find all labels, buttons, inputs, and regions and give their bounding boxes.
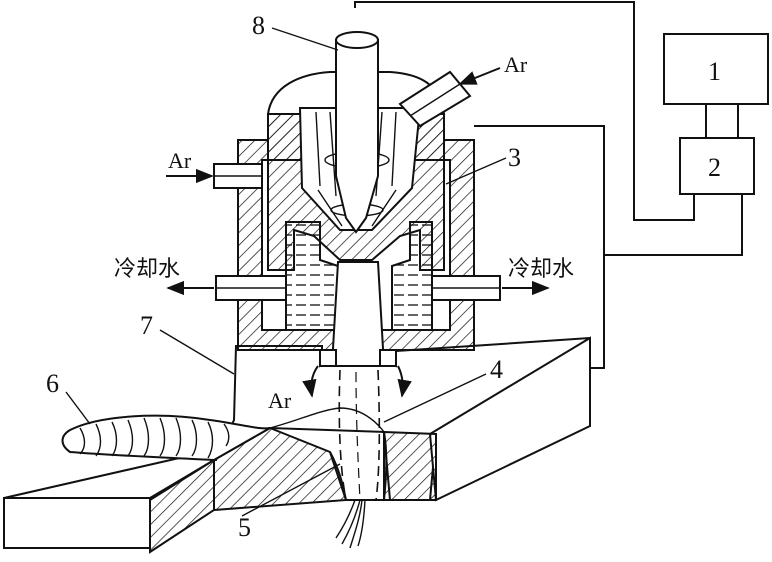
label-8: 8 — [252, 11, 265, 40]
ar-out-right-arrow — [397, 365, 412, 398]
label-cooling-left: 冷却水 — [114, 257, 180, 282]
label-2: 2 — [708, 153, 721, 182]
label-4: 4 — [490, 355, 503, 384]
ar-top-arrow — [458, 67, 501, 85]
label-1: 1 — [708, 57, 721, 86]
leader-lines — [65, 27, 507, 517]
torch-body — [213, 31, 501, 368]
wire-electrode — [354, 1, 695, 221]
label-ar-top: Ar — [504, 52, 528, 77]
label-cooling-right: 冷却水 — [508, 257, 574, 282]
label-7: 7 — [140, 311, 153, 340]
label-5: 5 — [238, 513, 251, 542]
label-ar-left: Ar — [168, 148, 192, 173]
ar-out-left-arrow — [302, 365, 319, 398]
box-1 — [663, 33, 769, 105]
labels: 8 1 2 3 4 5 6 7 Ar Ar Ar 冷却水 冷却水 — [46, 11, 721, 542]
flow-arrows — [166, 67, 550, 398]
workpiece — [3, 336, 591, 554]
power-supply-group — [354, 1, 769, 369]
label-3: 3 — [508, 143, 521, 172]
label-ar-bottom: Ar — [268, 388, 292, 413]
label-6: 6 — [46, 369, 59, 398]
plasma-arc — [335, 369, 381, 549]
box-2 — [679, 137, 755, 195]
